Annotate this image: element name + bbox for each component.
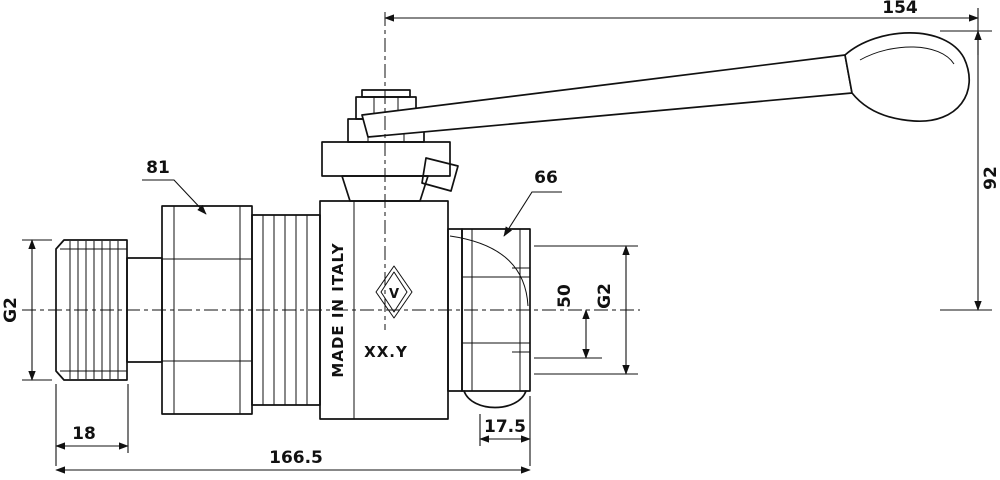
dimension-label: G2 [1,297,21,323]
dimension-label: 166.5 [269,448,323,468]
leader-line [142,179,207,215]
dimension-label: 81 [146,158,170,178]
dimension-label: G2 [595,283,615,309]
dimension-label: 154 [882,0,918,18]
handle-grip [844,32,970,122]
dimension-thread-left-length: 18 [55,384,129,466]
union-nut-facets [162,206,252,414]
logo-diamond-outer [375,265,413,319]
dimension-label: 18 [72,424,96,444]
handle [361,32,970,138]
dimension-thread-right: G2 [534,245,638,375]
stem-cap-washer [361,89,411,98]
dimension-handle-height: 92 [940,30,1000,311]
dimension-label: 92 [981,166,1000,190]
dimension-label: 66 [534,168,558,188]
dimension-label: 17.5 [484,417,526,437]
dimension-label: 50 [555,284,575,308]
dimension-port-depth: 50 [534,284,602,359]
ball-housing-arc [449,235,529,307]
dimension-thread-right-length: 17.5 [479,414,531,446]
male-thread-outline [55,239,128,381]
female-bottom-bulge [463,390,527,409]
leader-body-hex: 66 [503,168,562,237]
leader-union-nut: 81 [142,158,207,215]
logo-letter: V [389,287,399,302]
dimension-handle-length: 154 [384,0,979,55]
dimension-thread-left: G2 [1,239,52,381]
marking-text: XX.Y [364,343,408,361]
centerlines [22,12,640,330]
dimension-overall-length: 166.5 [55,396,531,474]
leader-line [503,191,562,237]
female-hex-facets [462,229,530,391]
stem-assembly [321,89,459,202]
handle-lever-bar [361,54,853,138]
female-end [447,228,531,409]
handle-grip-contour [859,46,955,65]
handle-stop-tab [421,157,459,192]
